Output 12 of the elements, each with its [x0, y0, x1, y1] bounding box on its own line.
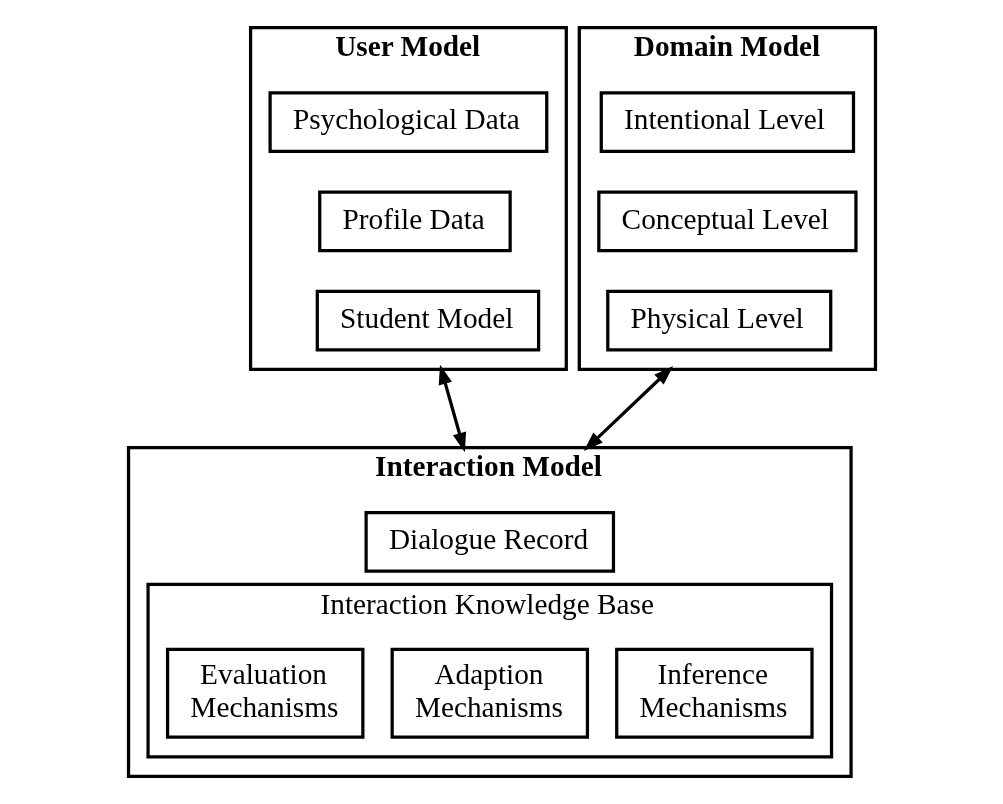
node-box: Student Model — [315, 289, 540, 352]
node-box: Intentional Level — [599, 91, 855, 153]
node-box: Adaption Mechanisms — [390, 647, 589, 739]
node-box: Profile Data — [317, 190, 512, 253]
node-box: Dialogue Record — [364, 511, 615, 573]
node-box: Psychological Data — [268, 91, 548, 153]
arrow — [438, 364, 466, 453]
arrow — [583, 366, 673, 451]
node-box: Physical Level — [605, 289, 832, 352]
node-box: Inference Mechanisms — [614, 647, 814, 739]
node-box: Evaluation Mechanisms — [165, 647, 364, 739]
node-box: Conceptual Level — [596, 190, 858, 253]
